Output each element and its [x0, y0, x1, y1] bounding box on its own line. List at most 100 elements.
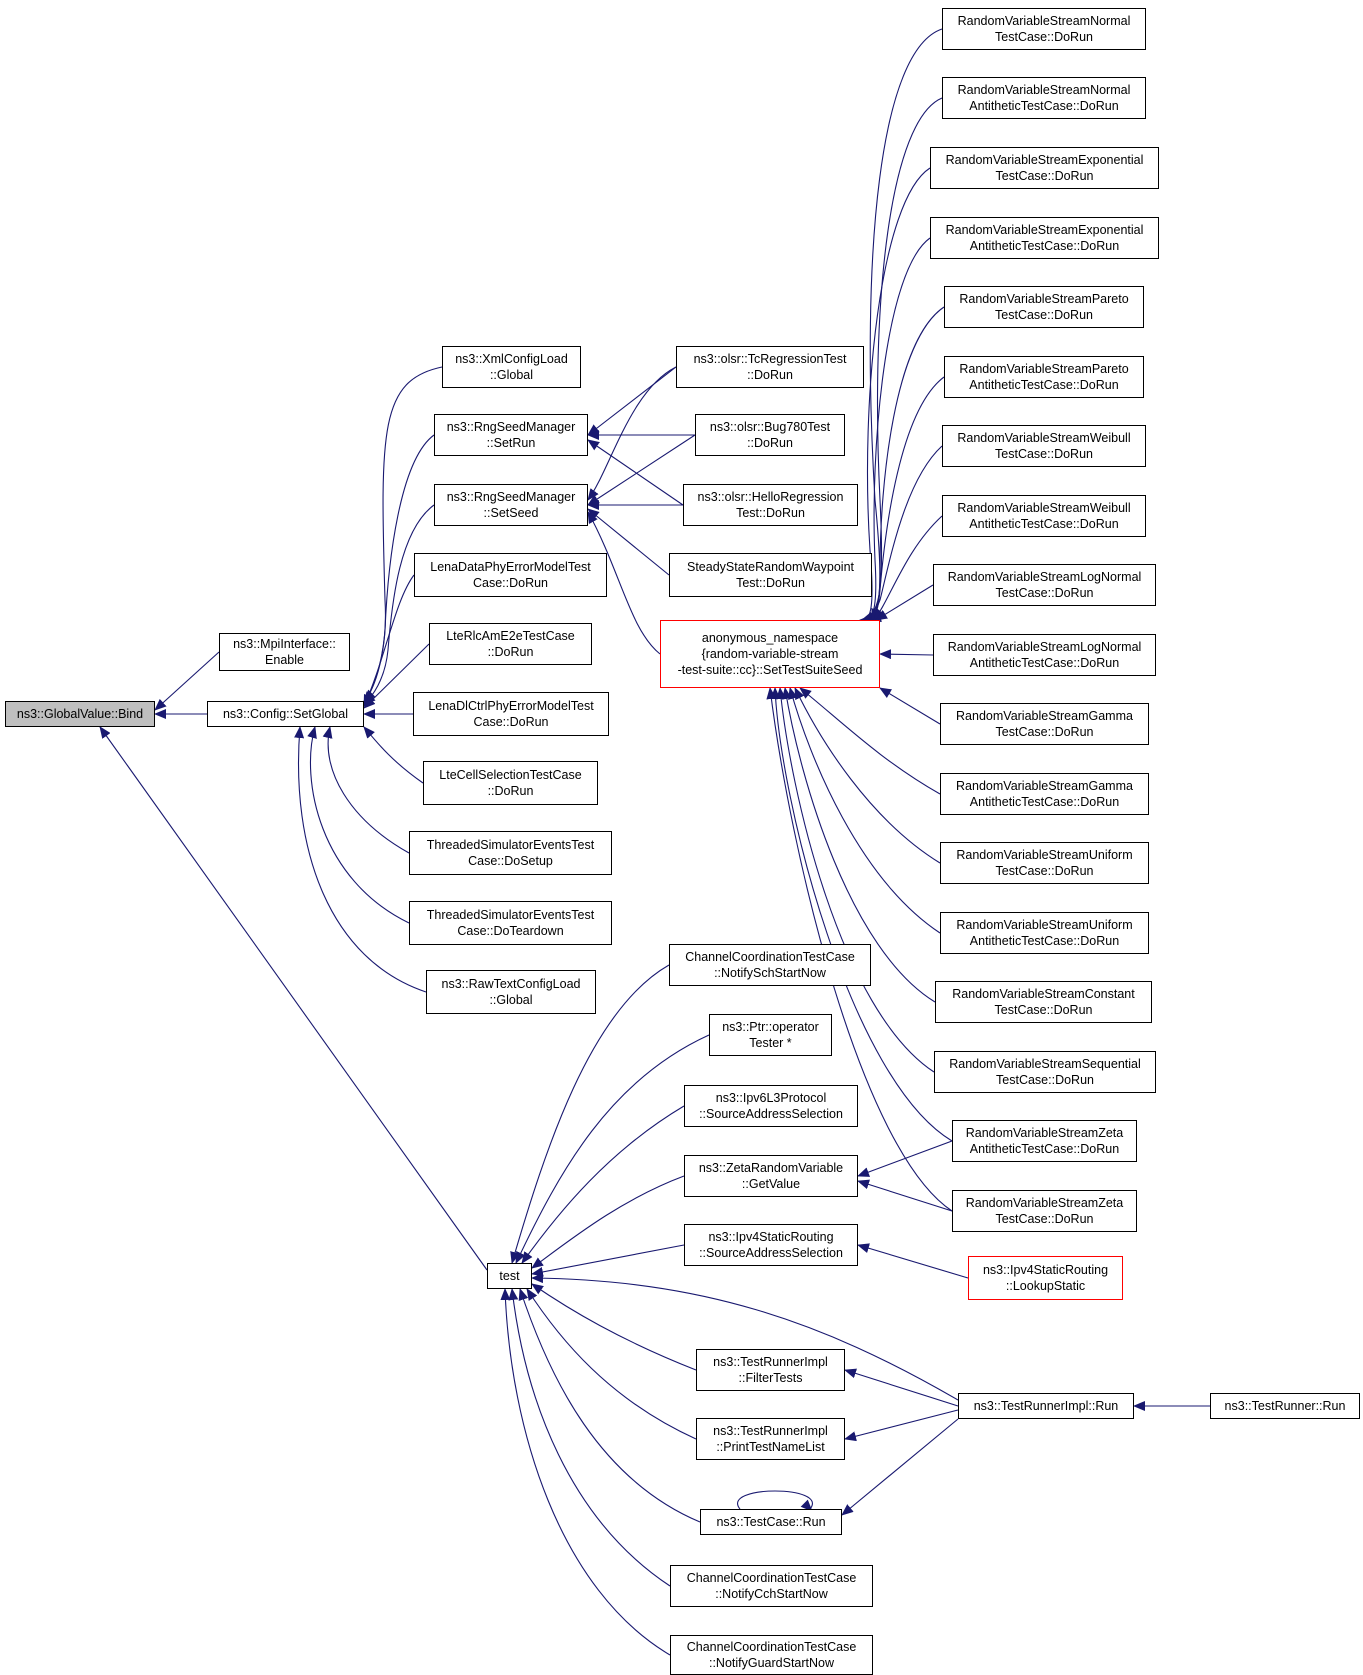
node-ns3-ipv6l3protocol-sourceaddressselection[interactable]: ns3::Ipv6L3Protocol::SourceAddressSelect… — [684, 1085, 858, 1127]
node-ns3-config-setglobal[interactable]: ns3::Config::SetGlobal — [207, 701, 364, 727]
node-label-line: ns3::RngSeedManager — [446, 420, 576, 434]
node-ns3-globalvalue-bind: ns3::GlobalValue::Bind — [5, 701, 155, 727]
node-label-line: Tester * — [749, 1036, 792, 1050]
node-ns3-rawtextconfigload-global[interactable]: ns3::RawTextConfigLoad::Global — [426, 970, 596, 1014]
node-label-line: TestCase::DoRun — [996, 1073, 1094, 1087]
call-edge — [875, 584, 934, 621]
node-ns3-rngseedmanager-setseed[interactable]: ns3::RngSeedManager::SetSeed — [434, 484, 588, 526]
node-label-line: RandomVariableStreamUniform — [956, 918, 1133, 932]
node-ns3-mpiinterface-enable[interactable]: ns3::MpiInterface::Enable — [219, 633, 350, 671]
node-ns3-testrunnerimpl-run[interactable]: ns3::TestRunnerImpl::Run — [958, 1393, 1134, 1419]
node-label-line: RandomVariableStreamWeibull — [957, 501, 1131, 515]
call-edge — [841, 1418, 959, 1516]
node-label-line: RandomVariableStreamExponential — [945, 153, 1144, 167]
node-label-line: RandomVariableStreamNormal — [957, 14, 1131, 28]
node-ns3-testrunnerimpl-printtestnamelist[interactable]: ns3::TestRunnerImpl::PrintTestNameList — [696, 1418, 845, 1460]
node-label-line: ::FilterTests — [738, 1371, 803, 1385]
call-edge — [776, 687, 935, 1073]
node-ns3-xmlconfigload-global[interactable]: ns3::XmlConfigLoad::Global — [442, 346, 581, 388]
node-ns3-rngseedmanager-setrun[interactable]: ns3::RngSeedManager::SetRun — [434, 414, 588, 456]
node-label-line: TestCase::DoRun — [995, 864, 1094, 878]
node-label-line: TestCase::DoRun — [995, 308, 1093, 322]
call-edge — [857, 1140, 953, 1177]
call-edge — [363, 643, 430, 709]
node-label-line: RandomVariableStreamPareto — [959, 292, 1129, 306]
node-test[interactable]: test — [487, 1263, 532, 1289]
node-label-line: LteCellSelectionTestCase — [439, 768, 582, 782]
node-label-line: ::GetValue — [741, 1177, 801, 1191]
call-edge — [865, 237, 931, 622]
call-edge — [510, 964, 670, 1264]
node-ns3-zetarandomvariable-getvalue[interactable]: ns3::ZetaRandomVariable::GetValue — [684, 1155, 858, 1197]
node-label-line: -test-suite::cc}::SetTestSuiteSeed — [677, 663, 863, 677]
node-label-line: TestCase::DoRun — [995, 30, 1093, 44]
node-channelcoordinationtestcase-notifyschstartnow[interactable]: ChannelCoordinationTestCase::NotifySchSt… — [669, 944, 871, 986]
call-edge — [154, 651, 220, 711]
node-channelcoordinationtestcase-notifyguardstartnow[interactable]: ChannelCoordinationTestCase::NotifyGuard… — [670, 1635, 873, 1675]
node-label-line: ::DoRun — [747, 368, 793, 382]
call-edge — [531, 1273, 959, 1401]
call-edge — [515, 1034, 710, 1264]
node-label-line: TestCase::DoRun — [995, 1212, 1094, 1226]
node-anonymous-namespace-random-variable-stream-test-suite-cc-settestsuiteseed[interactable]: anonymous_namespace{random-variable-stre… — [660, 620, 880, 688]
call-edge — [879, 687, 941, 725]
node-label-line: ::DoRun — [747, 436, 793, 450]
node-label-line: AntitheticTestCase::DoRun — [969, 1142, 1120, 1156]
node-ltecellselectiontestcase-dorun[interactable]: LteCellSelectionTestCase::DoRun — [423, 761, 598, 805]
call-edge — [863, 167, 931, 622]
call-edge — [737, 1490, 813, 1512]
call-edge — [873, 515, 943, 621]
node-label-line: ::PrintTestNameList — [716, 1440, 825, 1454]
call-edge — [857, 1243, 969, 1279]
node-ns3-olsr-bug780test-dorun[interactable]: ns3::olsr::Bug780Test::DoRun — [695, 414, 845, 456]
node-label-line: ChannelCoordinationTestCase — [686, 1640, 857, 1654]
node-label-line: ::Global — [489, 368, 534, 382]
node-label-line: RandomVariableStreamConstant — [952, 987, 1135, 1001]
node-ns3-testrunnerimpl-filtertests[interactable]: ns3::TestRunnerImpl::FilterTests — [696, 1349, 845, 1391]
call-edge — [781, 687, 936, 1003]
call-edge — [766, 687, 953, 1212]
node-ns3-ipv4staticrouting-lookupstatic[interactable]: ns3::Ipv4StaticRouting::LookupStatic — [968, 1256, 1123, 1300]
node-lterlcame2etestcase-dorun[interactable]: LteRlcAmE2eTestCase::DoRun — [429, 623, 592, 665]
node-ns3-ipv4staticrouting-sourceaddressselection[interactable]: ns3::Ipv4StaticRouting::SourceAddressSel… — [684, 1224, 858, 1266]
node-channelcoordinationtestcase-notifycchstartnow[interactable]: ChannelCoordinationTestCase::NotifyCchSt… — [670, 1565, 873, 1607]
call-edge — [788, 687, 941, 934]
node-label-line: ChannelCoordinationTestCase — [686, 1571, 857, 1585]
node-label-line: RandomVariableStreamUniform — [956, 848, 1133, 862]
node-ns3-testcase-run[interactable]: ns3::TestCase::Run — [700, 1509, 842, 1535]
node-label-line: AntitheticTestCase::DoRun — [969, 934, 1120, 948]
call-edge — [794, 687, 941, 864]
node-ns3-olsr-tcregressiontest-dorun[interactable]: ns3::olsr::TcRegressionTest::DoRun — [676, 346, 864, 388]
node-label-line: Case::DoTeardown — [457, 924, 564, 938]
node-label-line: ns3::Ipv4StaticRouting — [708, 1230, 834, 1244]
call-edge — [500, 1288, 671, 1656]
node-ns3-testrunner-run[interactable]: ns3::TestRunner::Run — [1210, 1393, 1360, 1419]
node-label-line: RandomVariableStreamWeibull — [957, 431, 1131, 445]
node-label-line: ::SourceAddressSelection — [699, 1246, 843, 1260]
